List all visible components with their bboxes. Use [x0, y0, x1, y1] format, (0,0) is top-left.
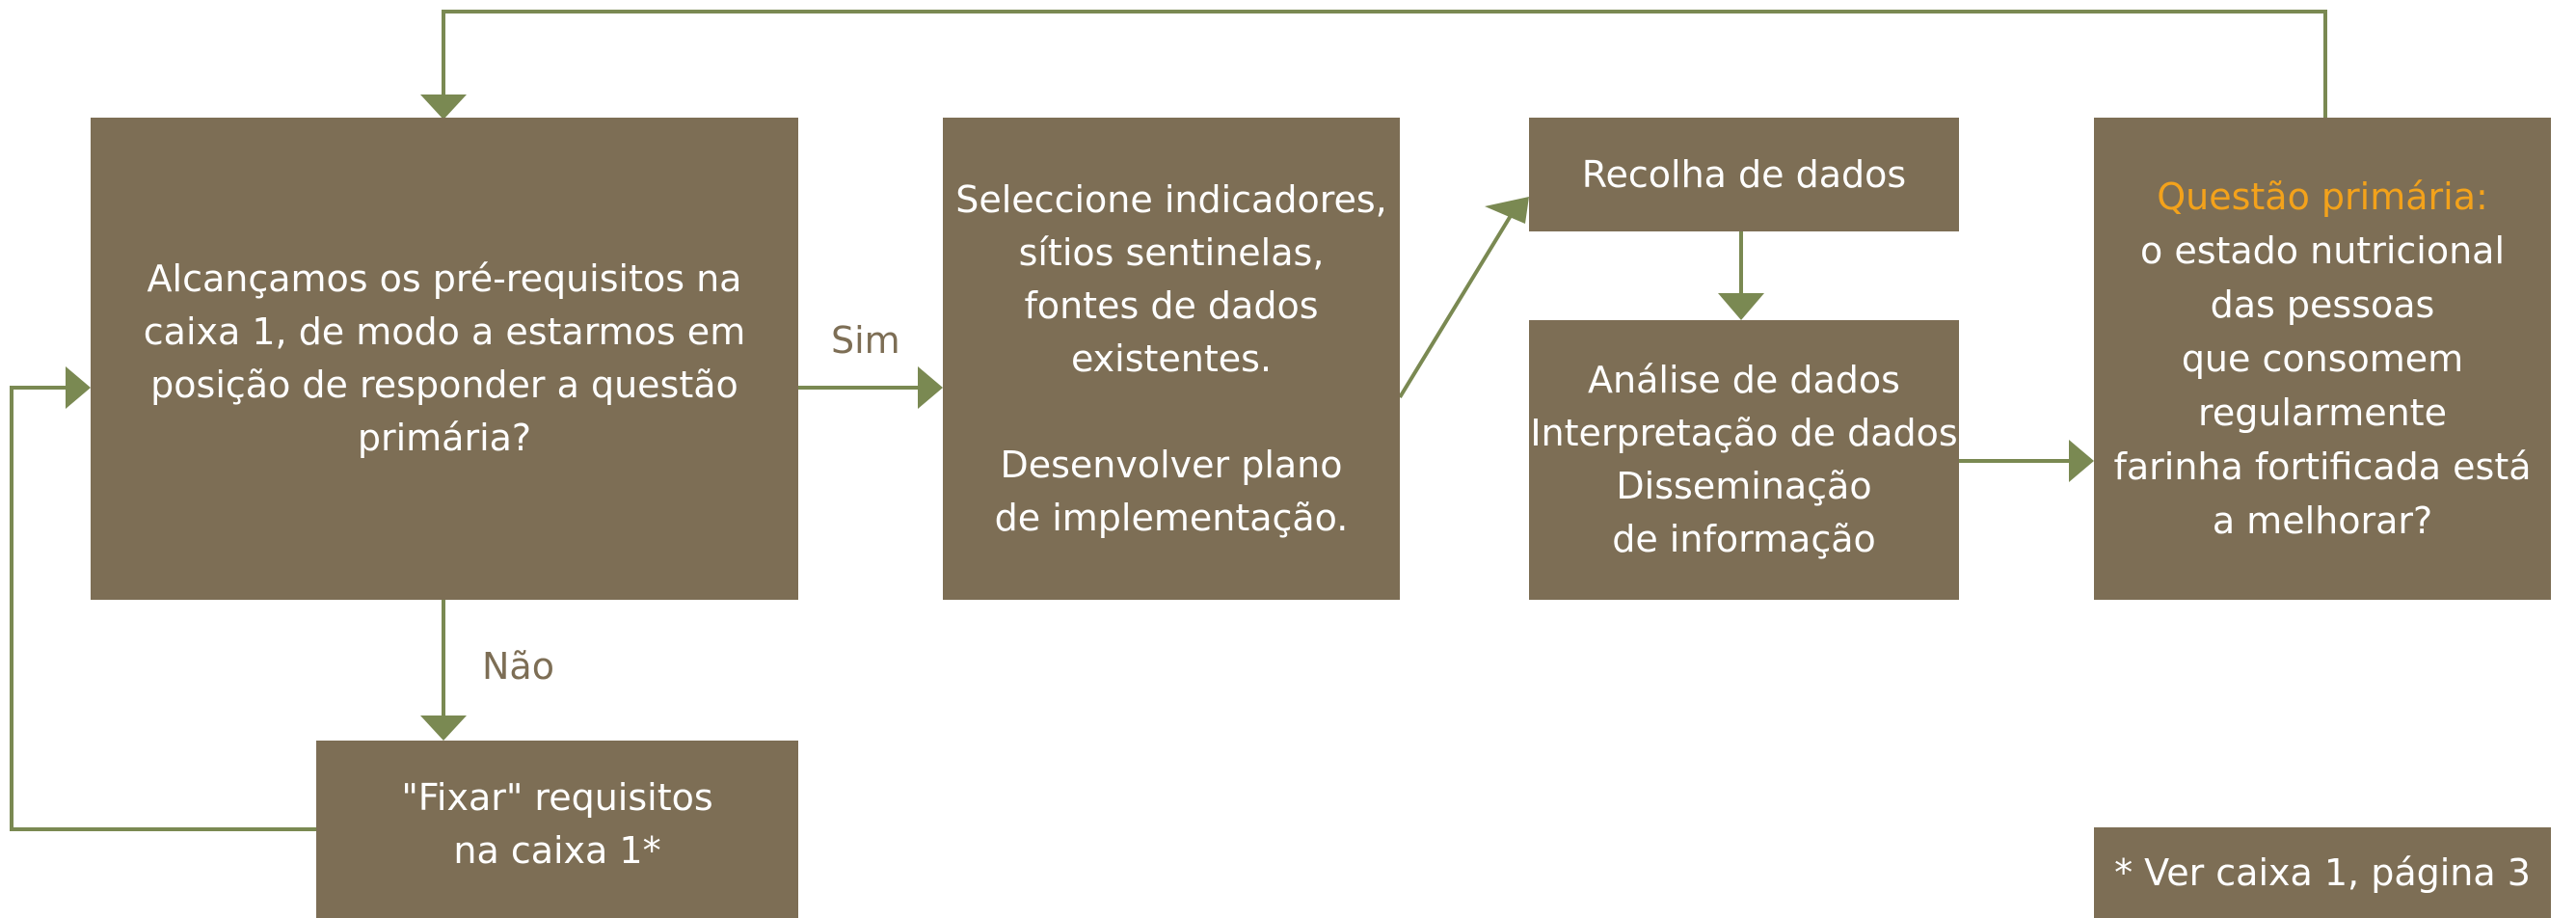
text-line: regularmente	[2198, 392, 2447, 434]
text-line	[955, 386, 1386, 439]
arrowhead-prerequisites-top	[420, 94, 467, 120]
arrowhead-analysis	[1718, 293, 1764, 320]
text-line: Desenvolver plano	[1000, 443, 1343, 486]
text-line: das pessoas	[2210, 284, 2435, 326]
data-collection-box: Recolha de dados	[1529, 118, 1959, 231]
text-line: de informação	[1612, 518, 1876, 560]
text-line: "Fixar" requisitos	[401, 776, 713, 819]
text-line: posição de responder a questão	[150, 364, 738, 406]
connector-select-to-collect	[1398, 212, 1514, 399]
text-line: a melhorar?	[2212, 500, 2433, 542]
footnote-box: * Ver caixa 1, página 3	[2094, 827, 2551, 918]
text-line: fontes de dados	[1024, 284, 1319, 327]
primary-question-text: Questão primária: o estado nutricional da…	[2113, 170, 2531, 548]
primary-question-box: Questão primária: o estado nutricional da…	[2094, 118, 2551, 600]
arrowhead-collect	[1485, 197, 1529, 224]
arrowhead-prerequisites-left	[66, 366, 91, 409]
text-line: na caixa 1*	[453, 829, 661, 872]
text-line: Seleccione indicadores,	[955, 177, 1387, 221]
text-line: Análise de dados	[1588, 359, 1900, 401]
footnote-text: * Ver caixa 1, página 3	[2114, 847, 2531, 900]
yes-label: Sim	[831, 319, 900, 362]
text-line: sítios sentinelas,	[1018, 230, 1325, 274]
arrowhead-question	[2069, 440, 2094, 482]
data-collection-text: Recolha de dados	[1582, 148, 1906, 202]
prerequisites-text: Alcançamos os pré-requisitos na caixa 1, …	[144, 253, 745, 465]
prerequisites-box: Alcançamos os pré-requisitos na caixa 1, …	[91, 118, 798, 600]
primary-question-heading: Questão primária:	[2157, 176, 2488, 218]
text-line: existentes.	[1070, 337, 1273, 380]
text-line: Interpretação de dados	[1530, 412, 1958, 454]
primary-question-body: o estado nutricional das pessoas que conso…	[2113, 224, 2531, 548]
connector-loop-question-to-prerequisites	[442, 10, 2327, 118]
fix-requirements-box: "Fixar" requisitos na caixa 1*	[316, 741, 798, 918]
no-label: Não	[482, 645, 554, 688]
connector-fix-to-prerequisites	[10, 386, 316, 831]
text-line: Recolha de dados	[1581, 152, 1907, 196]
fix-requirements-text: "Fixar" requisitos na caixa 1*	[401, 771, 712, 878]
text-line: farinha fortificada está	[2113, 446, 2532, 488]
arrowhead-select	[918, 366, 943, 409]
text-line: caixa 1, de modo a estarmos em	[143, 310, 746, 353]
text-line: Alcançamos os pré-requisitos na	[147, 257, 742, 300]
arrowhead-fix	[420, 716, 467, 741]
text-line: o estado nutricional	[2139, 230, 2505, 272]
select-indicators-text: Seleccione indicadores, sítios sentinelas…	[955, 174, 1386, 545]
text-line: que consomem	[2181, 338, 2464, 380]
text-line: de implementação.	[994, 496, 1349, 539]
text-line: * Ver caixa 1, página 3	[2114, 850, 2531, 894]
text-line: primária?	[357, 417, 532, 459]
select-indicators-box: Seleccione indicadores, sítios sentinelas…	[943, 118, 1400, 600]
text-line: Disseminação	[1616, 465, 1872, 507]
